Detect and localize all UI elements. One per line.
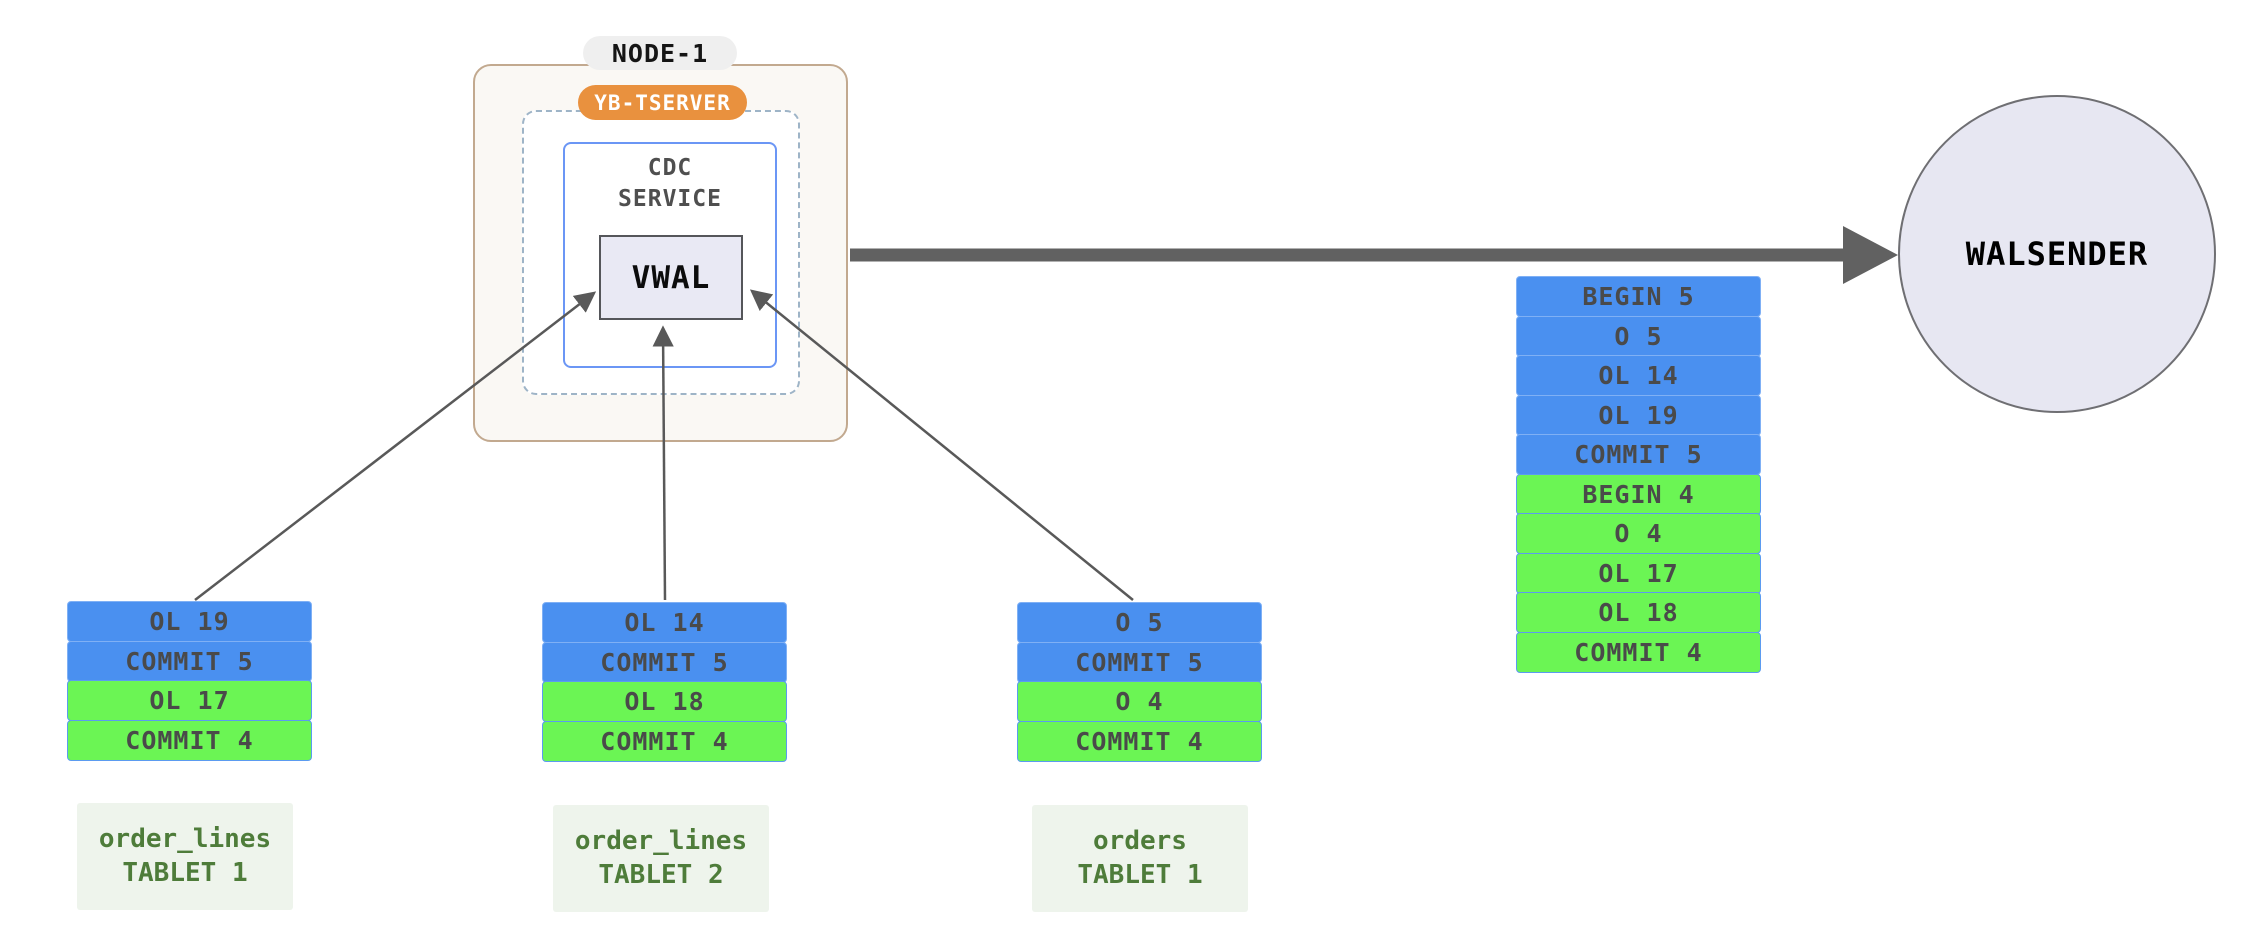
log-entry-cell: OL 17 <box>1516 552 1761 594</box>
tablet2-tablet-name: TABLET 2 <box>598 859 724 890</box>
log-entry-cell: OL 14 <box>1516 355 1761 396</box>
tablet3-label: orders TABLET 1 <box>1032 805 1248 912</box>
log-entry-cell: COMMIT 5 <box>1516 434 1761 475</box>
log-entry-cell: OL 17 <box>67 680 312 721</box>
tablet1-tablet-name: TABLET 1 <box>122 857 248 888</box>
log-entry-cell: O 4 <box>1017 681 1262 722</box>
node-1-label: NODE-1 <box>583 36 737 70</box>
log-entry-cell: COMMIT 5 <box>542 641 787 683</box>
log-entry-cell: COMMIT 4 <box>67 719 312 761</box>
log-entry-cell: OL 19 <box>1516 394 1761 436</box>
tablet3-table-name: orders <box>1093 825 1187 856</box>
log-entry-cell: O 5 <box>1516 315 1761 357</box>
log-entry-cell: COMMIT 4 <box>542 720 787 762</box>
log-entry-cell: BEGIN 4 <box>1516 473 1761 515</box>
log-entry-cell: O 5 <box>1017 602 1262 643</box>
log-entry-cell: OL 19 <box>67 601 312 642</box>
log-entry-cell: OL 18 <box>1516 592 1761 633</box>
vwal-box: VWAL <box>599 235 743 320</box>
tablet2-table-name: order_lines <box>574 825 748 856</box>
log-entry-cell: COMMIT 5 <box>1017 641 1262 683</box>
tablet1-label: order_lines TABLET 1 <box>77 803 293 910</box>
log-entry-cell: COMMIT 4 <box>1516 631 1761 673</box>
tablet1-table-name: order_lines <box>98 823 272 854</box>
log-entry-cell: COMMIT 4 <box>1017 720 1262 762</box>
log-entry-cell: BEGIN 5 <box>1516 276 1761 317</box>
walsender-circle: WALSENDER <box>1898 95 2216 413</box>
tablet2-label: order_lines TABLET 2 <box>553 805 769 912</box>
cdc-service-label: CDC SERVICE <box>618 155 722 213</box>
log-entry-cell: O 4 <box>1516 513 1761 554</box>
arrow-vwal-to-walsender-head <box>1843 226 1898 284</box>
yb-tserver-badge: YB-TSERVER <box>578 85 747 120</box>
tablet3-tablet-name: TABLET 1 <box>1077 859 1203 890</box>
log-entry-cell: COMMIT 5 <box>67 640 312 682</box>
log-entry-cell: OL 14 <box>542 602 787 643</box>
log-entry-cell: OL 18 <box>542 681 787 722</box>
